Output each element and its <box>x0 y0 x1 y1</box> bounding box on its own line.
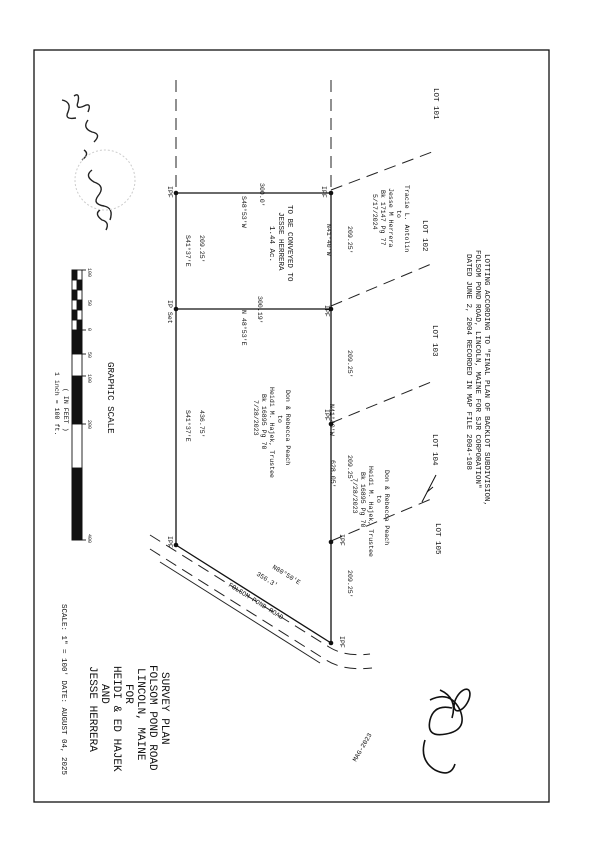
svg-text:1.44 Ac.: 1.44 Ac. <box>267 226 275 262</box>
lotting-line-3: DATED JUNE 2, 2004 RECORDED IN MAP FILE … <box>464 254 472 470</box>
distance-label: 300.0' <box>258 183 265 207</box>
bearing-label: S48°53'W <box>240 196 248 228</box>
owner-antolin: Tracie L. Antolin to Jesse M Herrera Bk … <box>371 185 410 252</box>
faint-seal-ring <box>74 149 136 211</box>
lot-label-104: LOT 104 <box>430 434 438 466</box>
pin-marker <box>173 190 179 196</box>
svg-text:Heidi M. Hajek, Trustee: Heidi M. Hajek, Trustee <box>367 466 374 557</box>
svg-text:to: to <box>395 210 402 218</box>
distance-label: 209.25' <box>346 226 353 254</box>
lotting-note: LOTTING ACCORDING TO "FINAL PLAN OF BACK… <box>464 250 490 506</box>
distance-label: 209.25' <box>346 455 353 483</box>
pin-marker <box>173 306 179 312</box>
title-line: AND <box>98 684 110 704</box>
title-line: LINCOLN, MAINE <box>134 668 146 761</box>
pin-marker <box>173 542 179 548</box>
lotting-line-2: FOLSOM POND ROAD, LINCOLN, MAINE FOR SJR… <box>473 250 481 489</box>
distance-label: 628.05' <box>329 460 336 488</box>
lot-label-103: LOT 103 <box>430 325 438 357</box>
title-line: HEIDI & ED HAJEK <box>110 666 122 772</box>
pin-label: IPF <box>338 636 345 648</box>
title-line: JESSE HERRERA <box>86 666 98 752</box>
title-line: FOR <box>122 684 134 704</box>
conveyed-parcel-note: TO BE CONVEYED TO JESSE HERRERA 1.44 Ac. <box>267 205 293 282</box>
svg-text:Don & Rebecca Peach: Don & Rebecca Peach <box>383 470 390 545</box>
title-block: SURVEY PLAN FOLSOM POND ROAD LINCOLN, MA… <box>86 665 170 772</box>
pin-label: IPF <box>166 186 173 198</box>
signature <box>61 94 112 231</box>
svg-text:TO BE CONVEYED TO: TO BE CONVEYED TO <box>285 205 293 282</box>
scale-tick-label: 50 <box>86 352 92 358</box>
pin-label: IPF <box>323 305 330 317</box>
distance-label: 436.75' <box>198 410 205 438</box>
pins <box>173 190 334 646</box>
parcel-boundaries <box>175 192 332 644</box>
scale-date-footer: SCALE: 1" = 100' DATE: AUGUST 04, 2025 <box>59 604 67 776</box>
scale-tick-label: 100 <box>86 374 92 383</box>
pin-marker <box>328 421 334 427</box>
svg-text:7/28/2023: 7/28/2023 <box>351 478 358 514</box>
folsom-pond-road-lines <box>149 534 373 670</box>
pin-label: IPF <box>338 534 345 546</box>
bearing-label: N 48°53'E <box>240 310 248 346</box>
road-distance: 356.3' <box>255 571 279 590</box>
distance-label: 209.25' <box>346 350 353 378</box>
graphic-scale-unit: ( IN FEET ) <box>62 388 69 432</box>
svg-text:Don & Rebecca Peach: Don & Rebecca Peach <box>284 390 291 465</box>
distance-label: 300.19' <box>256 296 263 324</box>
svg-text:Bk 16895 Pg 70: Bk 16895 Pg 70 <box>359 472 366 527</box>
pin-marker <box>328 190 334 196</box>
distance-label: 209.25' <box>346 570 353 598</box>
lot-label-102: LOT 102 <box>420 220 428 252</box>
svg-text:Bk 17147 Pg 77: Bk 17147 Pg 77 <box>379 190 386 245</box>
scale-tick-label: 400 <box>86 534 92 543</box>
svg-text:7/28/2023: 7/28/2023 <box>252 400 259 436</box>
lot-label-105: LOT 105 <box>433 523 441 555</box>
svg-text:to: to <box>276 415 283 423</box>
graphic-scale-ratio: 1 inch = 100 ft. <box>53 372 60 435</box>
scale-tick-label: 200 <box>86 420 92 429</box>
bearing-label: N41°40'W <box>328 404 336 436</box>
graphic-scale-bar <box>71 269 86 541</box>
owner-peach-inner: Don & Rebecca Peach to Heidi M. Hajek, T… <box>252 387 291 478</box>
owner-peach-outer: Don & Rebecca Peach to Heidi M. Hajek, T… <box>351 466 390 557</box>
svg-text:Bk 16895 Pg 70: Bk 16895 Pg 70 <box>260 394 267 449</box>
svg-text:to: to <box>375 495 382 503</box>
title-line: SURVEY PLAN <box>158 672 170 745</box>
bearing-label: S41°37'E <box>184 235 192 267</box>
title-line: FOLSOM POND ROAD <box>146 665 158 771</box>
svg-text:JESSE HERRERA: JESSE HERRERA <box>276 212 284 271</box>
lotting-line-1: LOTTING ACCORDING TO "FINAL PLAN OF BACK… <box>482 254 490 506</box>
pin-label: IP Set <box>166 300 173 324</box>
pin-label: IPF <box>320 186 327 198</box>
graphic-scale-title: GRAPHIC SCALE <box>105 362 116 434</box>
bearing-label: S41°37'E <box>184 410 192 442</box>
scale-tick-label: 50 <box>86 300 92 306</box>
surveyor-seal-logo <box>422 688 471 774</box>
sheet-border <box>33 49 550 803</box>
distance-label: 209.25' <box>198 235 205 263</box>
arrow-mark <box>421 474 437 503</box>
lot-label-101: LOT 101 <box>431 88 439 120</box>
svg-text:Heidi M. Hajek, Trustee: Heidi M. Hajek, Trustee <box>268 387 275 478</box>
bearing-label: N41°40'W <box>325 224 333 256</box>
svg-text:Jesse M Herrera: Jesse M Herrera <box>387 188 394 247</box>
seal-text: MAG-2023 <box>352 732 374 763</box>
pin-marker <box>328 640 334 646</box>
pin-marker <box>328 539 334 545</box>
pin-label: IPF <box>323 409 330 421</box>
svg-text:Tracie L. Antolin: Tracie L. Antolin <box>403 185 410 252</box>
scale-tick-label: 0 <box>86 328 92 331</box>
scale-tick-label: 100 <box>86 268 92 277</box>
pin-label: IPF <box>166 536 173 548</box>
pin-marker <box>328 306 334 312</box>
svg-text:5/17/2024: 5/17/2024 <box>371 194 378 230</box>
dashed-lot-lines <box>175 80 437 542</box>
